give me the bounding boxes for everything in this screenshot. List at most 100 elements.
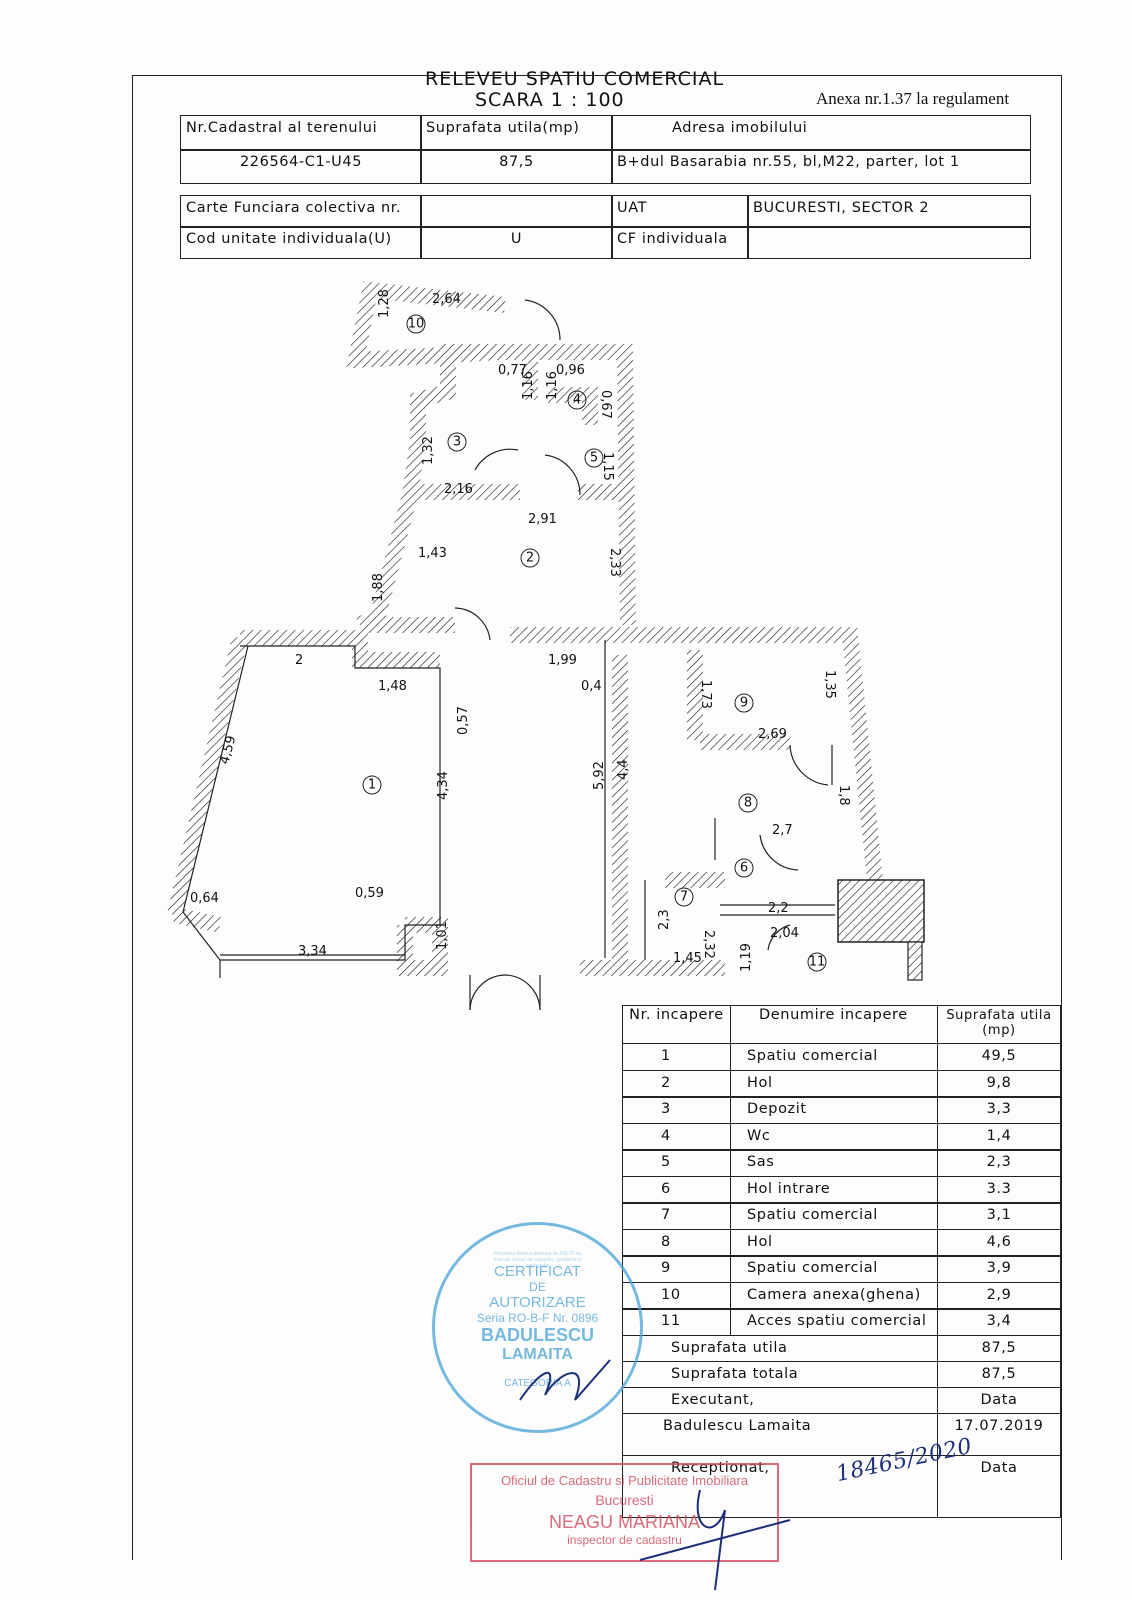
room-name-cell: Spatiu comercial <box>730 1255 938 1283</box>
stamp-text: CATEGORIA A <box>504 1378 571 1389</box>
dimension: 1,73 <box>698 680 713 709</box>
dimension: 2,2 <box>768 901 789 916</box>
dimension: 1,88 <box>371 573 386 602</box>
carte-funciara-value <box>420 195 613 228</box>
room-numbers <box>362 314 827 972</box>
dimension: 4,4 <box>616 759 631 780</box>
dimension: 2,33 <box>607 548 622 577</box>
dimension: 4,59 <box>217 734 239 766</box>
room-area-cell: 3,1 <box>937 1202 1061 1230</box>
dimension: 1,8 <box>836 785 851 806</box>
room-number-cell: 8 <box>622 1228 731 1257</box>
summary-value: 87,5 <box>937 1361 1061 1388</box>
scale-label: SCARA 1 : 100 <box>475 89 625 111</box>
summary-value: Data <box>937 1455 1061 1518</box>
room-number: 6 <box>740 861 748 876</box>
header-suprafata: Suprafata utila(mp) <box>420 115 613 151</box>
dimension: 1,48 <box>378 679 407 694</box>
walls <box>167 281 883 976</box>
room-name-cell: Depozit <box>730 1096 938 1124</box>
room-name-cell: Acces spatiu comercial <box>730 1308 938 1336</box>
room-name-cell: Wc <box>730 1122 938 1151</box>
summary-label: Suprafata totala <box>622 1361 938 1388</box>
document-title: RELEVEU SPATIU COMERCIAL <box>425 68 725 90</box>
dimension: 2 <box>295 653 303 668</box>
floor-plan: 1 2 3 4 5 6 7 8 9 10 11 2,64 1,28 0,77 0… <box>167 281 925 1011</box>
walls-outline <box>182 299 835 1011</box>
dimension: 2,69 <box>758 727 787 742</box>
stamp-text: Seria RO-B-F Nr. 0896 <box>476 1311 599 1325</box>
stamp-text: DE <box>529 1280 546 1294</box>
room-area-cell: 3,4 <box>937 1308 1061 1336</box>
room-number: 11 <box>809 955 826 970</box>
room-name-cell: Spatiu comercial <box>730 1043 938 1071</box>
room-number: 8 <box>744 796 752 811</box>
room-area-cell: 49,5 <box>937 1043 1061 1071</box>
dimension: 1,43 <box>418 546 447 561</box>
summary-value: Data <box>937 1387 1061 1414</box>
room-number: 5 <box>590 451 598 466</box>
stamp-text: Bucuresti <box>595 1492 654 1508</box>
dimension: 0,59 <box>355 886 384 901</box>
room-number-cell: 3 <box>622 1096 731 1124</box>
room-area-cell: 2,3 <box>937 1149 1061 1177</box>
dimension: 2,3 <box>657 909 672 930</box>
stamp-text: inspector de cadastru <box>567 1533 682 1547</box>
room-area-cell: 1,4 <box>937 1122 1061 1151</box>
dimension: 2,04 <box>770 926 799 941</box>
dimension: 0,4 <box>581 679 602 694</box>
stamp-text: BADULESCU <box>480 1325 594 1345</box>
cf-individuala-label: CF individuala <box>611 226 749 259</box>
dimension: 1,16 <box>521 371 536 400</box>
dimension: 0,57 <box>456 706 471 735</box>
red-stamp: Oficiul de Cadastru si Publicitate Imobi… <box>470 1463 779 1562</box>
dimension: 2,16 <box>444 482 473 497</box>
room-number-cell: 5 <box>622 1149 731 1177</box>
stamp-text: LAMAITA <box>502 1346 573 1363</box>
blue-stamp: Persoana fizica autorizata de ANCPI sa e… <box>432 1222 643 1433</box>
summary-label: Suprafata utila <box>622 1335 938 1362</box>
dimension: 1,28 <box>377 289 392 318</box>
header-nr: Nr. incapere <box>622 1005 731 1044</box>
room-number-cell: 4 <box>622 1122 731 1151</box>
carte-funciara-label: Carte Funciara colectiva nr. <box>180 195 422 228</box>
cod-unitate-value: U <box>420 226 613 259</box>
summary-value: 87,5 <box>937 1335 1061 1362</box>
dimension: 0,77 <box>498 363 527 378</box>
stamp-text: Oficiul de Cadastru si Publicitate Imobi… <box>500 1473 749 1488</box>
dimension: 1,35 <box>822 670 837 699</box>
dimension: 5,92 <box>592 761 607 790</box>
dimension: 1,45 <box>673 951 702 966</box>
cf-individuala-value <box>747 226 1031 259</box>
dimension: 0,67 <box>598 390 613 419</box>
dimension-labels: 2,64 1,28 0,77 0,96 1,16 1,16 0,67 1,32 … <box>190 289 851 972</box>
dimension: 2,32 <box>701 930 716 959</box>
room-number-cell: 1 <box>622 1043 731 1071</box>
dimension: 1,16 <box>545 371 560 400</box>
room-name-cell: Hol intrare <box>730 1175 938 1204</box>
dimension: 1,32 <box>421 436 436 465</box>
dimension: 0,64 <box>190 891 219 906</box>
room-name-cell: Sas <box>730 1149 938 1177</box>
summary-label: Executant, <box>622 1387 938 1414</box>
room-area-cell: 3.3 <box>937 1175 1061 1204</box>
room-area-cell: 9,8 <box>937 1069 1061 1098</box>
room-number: 3 <box>453 435 461 450</box>
suprafata-value: 87,5 <box>420 149 613 184</box>
room-name-cell: Camera anexa(ghena) <box>730 1281 938 1310</box>
room-number-cell: 6 <box>622 1175 731 1204</box>
room-number: 10 <box>408 317 425 332</box>
dimension: 2,91 <box>528 512 557 527</box>
adresa-value: B+dul Basarabia nr.55, bl,M22, parter, l… <box>611 149 1031 184</box>
dimension: 4,34 <box>436 771 451 800</box>
column-block <box>907 941 923 981</box>
dimension: 1,19 <box>739 943 754 972</box>
room-area-cell: 2,9 <box>937 1281 1061 1310</box>
dimension: 2,64 <box>432 292 461 307</box>
column-block <box>837 879 925 943</box>
header-suprafata: Suprafata utila (mp) <box>937 1005 1061 1044</box>
room-name-cell: Hol <box>730 1228 938 1257</box>
room-number: 7 <box>680 890 688 905</box>
cod-unitate-label: Cod unitate individuala(U) <box>180 226 422 259</box>
